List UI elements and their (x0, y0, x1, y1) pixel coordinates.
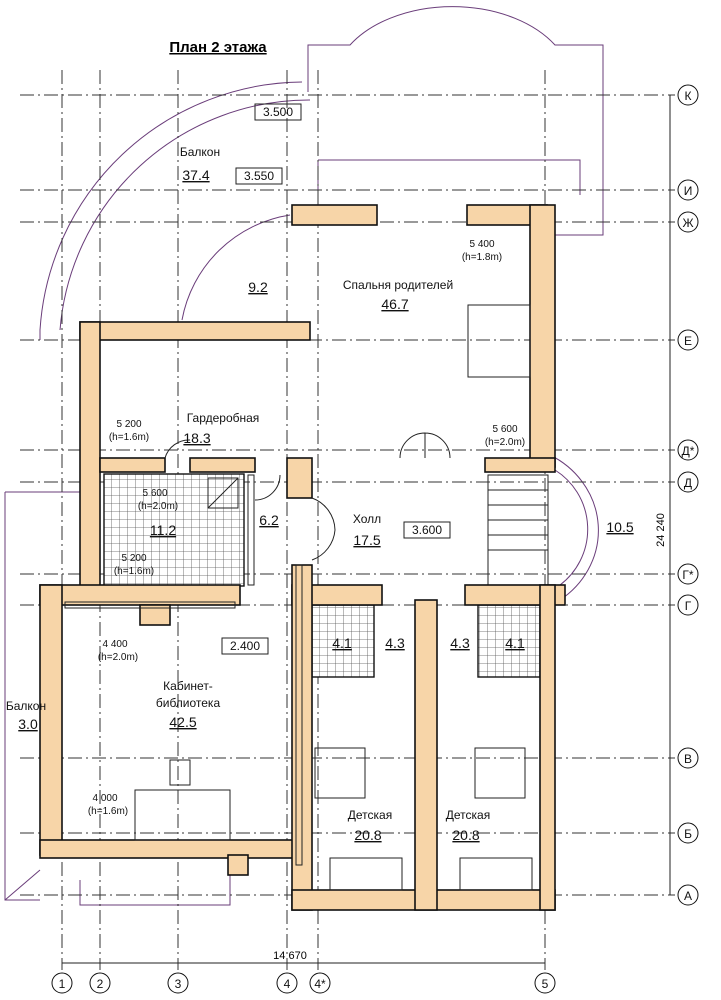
svg-text:(h=2.0m): (h=2.0m) (138, 501, 178, 512)
svg-text:(h=2.0m): (h=2.0m) (485, 437, 525, 448)
svg-text:2: 2 (97, 977, 104, 991)
room-area: 17.5 (353, 532, 380, 548)
svg-text:5 600: 5 600 (492, 424, 517, 435)
room-labels: Балкон 37.4 9.2 Спальня родителей 46.7 Г… (6, 145, 634, 843)
svg-text:Ж: Ж (682, 216, 693, 230)
svg-text:Д: Д (684, 476, 692, 490)
svg-text:4*: 4* (314, 977, 326, 991)
room-area: 20.8 (354, 827, 381, 843)
walls (39, 204, 566, 911)
svg-text:(h=1.8m): (h=1.8m) (462, 252, 502, 263)
svg-text:3: 3 (175, 977, 182, 991)
room-area: 6.2 (259, 512, 279, 528)
svg-text:(h=1.6m): (h=1.6m) (109, 432, 149, 443)
svg-text:4: 4 (284, 977, 291, 991)
room-name: Детская (348, 808, 392, 822)
row-bubbles: К И Ж Е Д* Д Г* Г В Б А (677, 84, 699, 906)
svg-text:1: 1 (59, 977, 66, 991)
room-area: 11.2 (150, 522, 176, 538)
svg-text:(h=1.6m): (h=1.6m) (114, 566, 154, 577)
column-bubbles: 1 2 3 4 4* 5 (51, 972, 556, 994)
svg-text:Г: Г (685, 599, 692, 613)
room-area: 4.3 (385, 635, 405, 651)
room-name: Спальня родителей (343, 278, 453, 292)
room-name: Кабинет- (163, 679, 213, 693)
svg-text:5: 5 (542, 977, 549, 991)
svg-text:4 000: 4 000 (92, 793, 117, 804)
bathroom-tiles (103, 473, 245, 587)
svg-text:Г*: Г* (682, 568, 693, 582)
total-width-dimension: 14 670 (273, 950, 307, 962)
level-marks: 3.500 3.550 3.600 2.400 (221, 103, 451, 655)
room-name: библиотека (156, 696, 221, 710)
svg-text:А: А (684, 889, 692, 903)
svg-text:5 200: 5 200 (121, 553, 146, 564)
room-area: 20.8 (452, 827, 479, 843)
room-name: Холл (353, 512, 381, 526)
svg-text:Е: Е (684, 334, 692, 348)
window-marks: 5 400 (h=1.8m) 5 600 (h=2.0m) 5 200 (h=1… (88, 239, 525, 817)
room-area: 46.7 (381, 296, 408, 312)
room-name: Балкон (6, 699, 46, 713)
room-area: 42.5 (169, 714, 196, 730)
svg-text:2.400: 2.400 (230, 639, 260, 653)
svg-text:3.550: 3.550 (244, 169, 274, 183)
total-height-dimension: 24 240 (655, 513, 667, 547)
room-area: 4.3 (450, 635, 470, 651)
room-name: Гардеробная (187, 411, 260, 425)
doors-and-furniture (64, 304, 533, 891)
room-name: Балкон (180, 145, 220, 159)
room-area: 18.3 (183, 430, 210, 446)
svg-text:5 400: 5 400 (469, 239, 494, 250)
plan-title: План 2 этажа (169, 39, 267, 56)
svg-text:В: В (684, 752, 692, 766)
svg-text:5 600: 5 600 (142, 488, 167, 499)
room-area: 9.2 (248, 279, 268, 295)
room-area: 3.0 (18, 716, 38, 732)
svg-text:3.500: 3.500 (263, 105, 293, 119)
svg-text:Д*: Д* (682, 444, 695, 458)
svg-text:(h=1.6m): (h=1.6m) (88, 806, 128, 817)
svg-text:Б: Б (684, 827, 692, 841)
room-name: Детская (446, 808, 490, 822)
svg-text:(h=2.0m): (h=2.0m) (98, 652, 138, 663)
room-area: 10.5 (606, 519, 633, 535)
room-area: 4.1 (332, 635, 352, 651)
svg-text:4 400: 4 400 (102, 639, 127, 650)
svg-text:И: И (684, 184, 693, 198)
svg-text:3.600: 3.600 (412, 523, 442, 537)
svg-text:К: К (685, 89, 692, 103)
svg-text:5 200: 5 200 (116, 419, 141, 430)
room-area: 37.4 (182, 167, 209, 183)
room-area: 4.1 (505, 635, 525, 651)
